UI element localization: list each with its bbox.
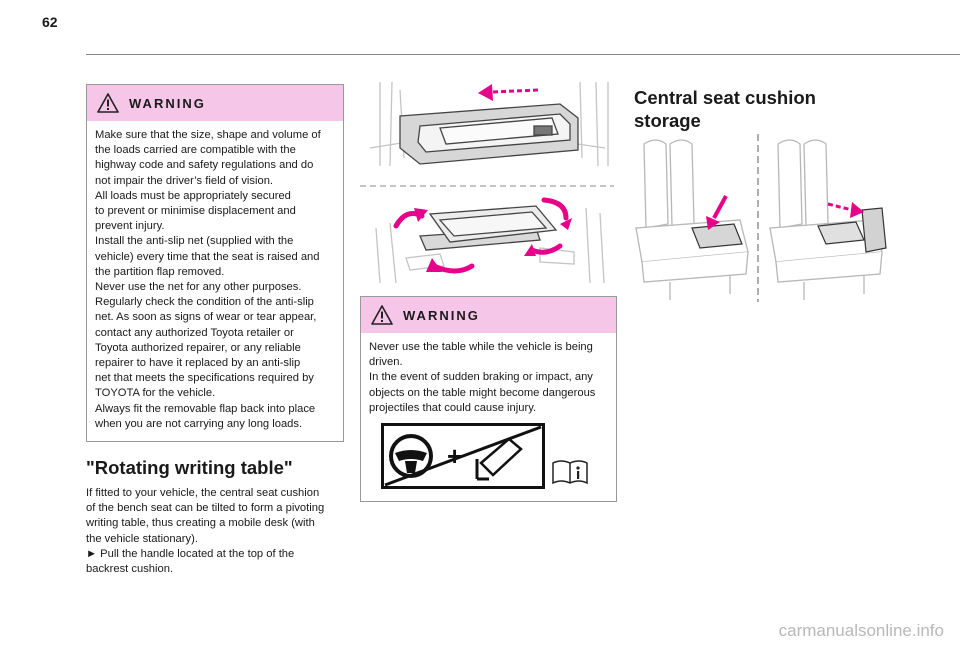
warning-line: the partition flap removed. [95, 265, 225, 278]
warning-line: Regularly check the condition of the ant… [95, 296, 314, 309]
body-line: If fitted to your vehicle, the central s… [86, 487, 320, 499]
no-table-while-driving-pictogram: + [381, 423, 545, 489]
warning-line: when you are not carrying any long loads… [95, 417, 303, 430]
table-icon [475, 437, 523, 481]
warning-line: driven. [369, 356, 403, 369]
warning-line: contact any authorized Toyota retailer o… [95, 326, 294, 339]
warning-line: TOYOTA for the vehicle. [95, 387, 216, 400]
body-line: writing table, thus creating a mobile de… [86, 517, 315, 530]
warning-line: Always fit the removable flap back into … [95, 402, 316, 415]
warning-triangle-icon [97, 93, 119, 113]
header-rule [86, 54, 960, 55]
body-line: backrest cushion. [86, 563, 174, 576]
warning-line: objects on the table might become danger… [369, 386, 596, 399]
warning-line: Install the anti-slip net (supplied with… [95, 235, 294, 248]
warning-line: repairer to have it replaced by an anti-… [95, 357, 301, 370]
manual-info-icon [552, 460, 588, 485]
warning-title: WARNING [129, 95, 206, 111]
warning-line: Make sure that the size, shape and volum… [95, 129, 321, 141]
warning-line: the loads carried are compatible with th… [95, 144, 296, 157]
body-line: ► Pull the handle located at the top of … [86, 547, 295, 560]
svg-text:+: + [447, 441, 462, 471]
warning-box-load: WARNING Make sure that the size, shape a… [86, 84, 344, 442]
warning-body: Never use the table while the vehicle is… [361, 333, 616, 416]
title-line: Central seat cushion [634, 87, 816, 108]
rotating-table-body: If fitted to your vehicle, the central s… [86, 486, 348, 577]
warning-line: In the event of sudden braking or impact… [369, 371, 593, 384]
warning-body: Make sure that the size, shape and volum… [87, 121, 343, 432]
warning-line: to prevent or minimise displacement and [95, 205, 296, 218]
section-title-rotating-table: "Rotating writing table" [86, 457, 293, 478]
page-number: 62 [42, 14, 58, 30]
steering-wheel-icon [389, 434, 433, 478]
warning-triangle-icon [371, 305, 393, 325]
body-line: of the bench seat can be tilted to form … [86, 502, 325, 515]
writing-table-illustration [360, 81, 614, 284]
warning-line: Never use the net for any other purposes… [95, 281, 302, 294]
warning-line: projectiles that could cause injury. [369, 401, 537, 414]
warning-line: net. As soon as signs of wear or tear ap… [95, 311, 317, 324]
section-title-cushion-storage: Central seat cushion storage [634, 86, 816, 132]
warning-title: WARNING [403, 307, 480, 323]
warning-header: WARNING [361, 297, 616, 333]
warning-line: net that meets the specifications requir… [95, 372, 314, 385]
warning-line: highway code and safety regulations and … [95, 159, 314, 172]
title-line: storage [634, 110, 701, 131]
watermark-text: carmanualsonline.info [778, 621, 944, 640]
warning-line: All loads must be appropriately secured [95, 189, 291, 202]
warning-line: Toyota authorized repairer, or any relia… [95, 341, 301, 354]
warning-header: WARNING [87, 85, 343, 121]
warning-box-table: WARNING Never use the table while the ve… [360, 296, 617, 502]
body-line: the vehicle stationary). [86, 532, 198, 545]
warning-line: not impair the driver’s field of vision. [95, 174, 274, 187]
warning-line: prevent injury. [95, 220, 165, 233]
warning-line: Never use the table while the vehicle is… [369, 341, 593, 353]
warning-line: vehicle) every time that the seat is rai… [95, 250, 320, 263]
cushion-storage-illustration [635, 134, 887, 302]
